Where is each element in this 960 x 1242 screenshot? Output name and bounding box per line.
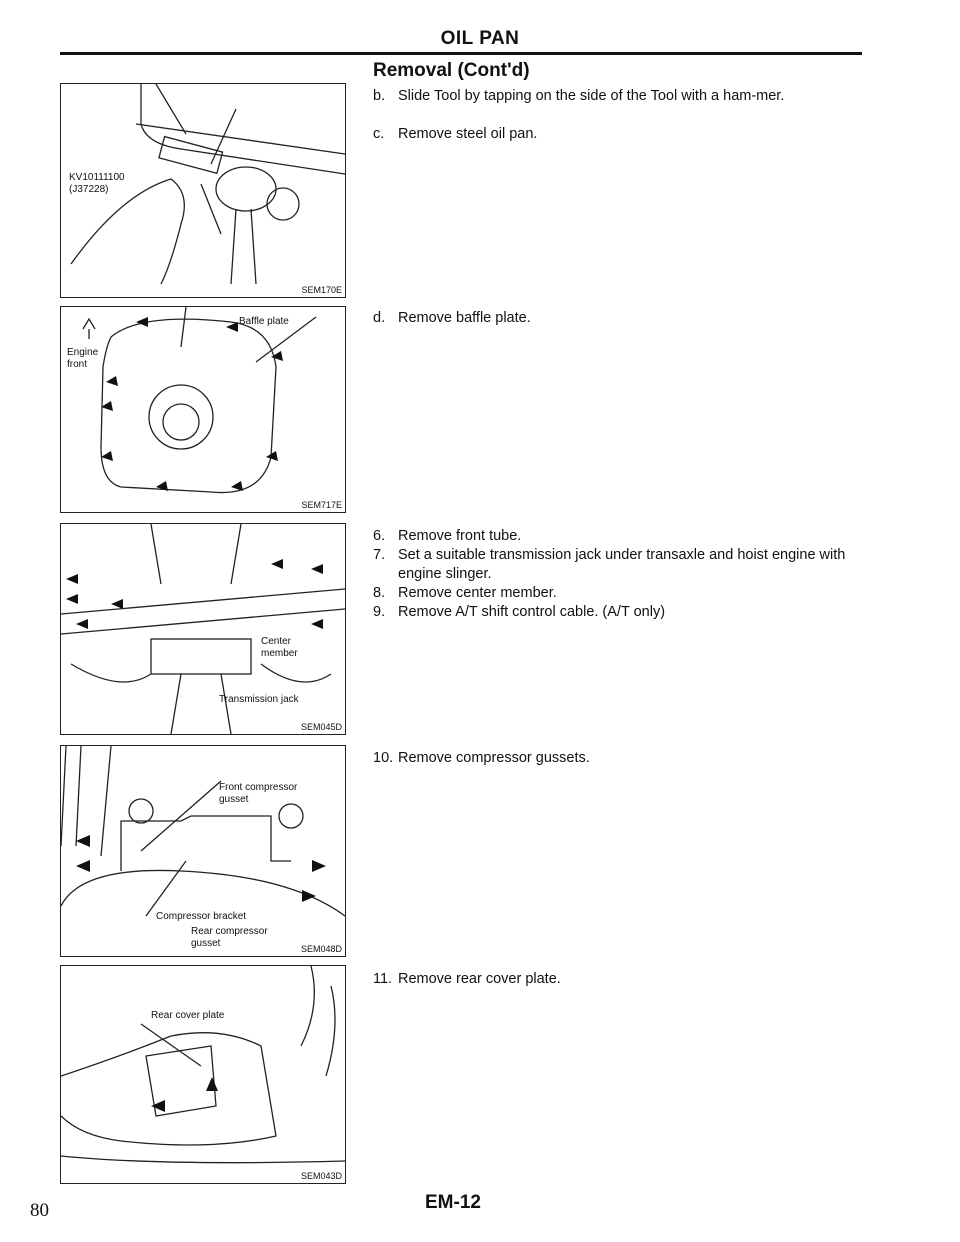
step-6: 6. Remove front tube. [373,527,873,546]
page-number: 80 [30,1200,49,1221]
step-text: Remove A/T shift control cable. (A/T onl… [398,604,666,620]
baffle-plate-illustration [82,307,317,494]
baffle-plate-label: Baffle plate [239,316,289,327]
center-member-illustration [61,524,345,734]
rear-gusset-label-2: gusset [191,938,221,949]
figure-center-member: Center member Transmission jack SEM045D [60,523,346,735]
figure-code: SEM717E [301,500,342,510]
step-9: 9. Remove A/T shift control cable. (A/T o… [373,603,873,622]
tool-hammer-illustration [70,84,345,285]
step-text: Remove center member. [398,585,557,601]
tool-part-number: KV10111100 [69,172,125,183]
section-page-number: EM-12 [425,1192,481,1213]
engine-front-label-2: front [67,359,88,370]
figure-code: SEM043D [300,1171,342,1181]
step-10: 10.Remove compressor gussets. [373,749,873,768]
tool-alt-number: (J37228) [69,184,109,195]
step-text: Set a suitable transmission jack under t… [398,547,846,582]
compressor-bracket-label: Compressor bracket [156,911,247,922]
transmission-jack-label: Transmission jack [219,694,299,705]
step-text: Remove steel oil pan. [398,126,538,142]
figure-rear-cover-plate: Rear cover plate SEM043D [60,965,346,1184]
page-title: OIL PAN [440,28,520,49]
figure-code: SEM048D [300,944,342,954]
member-label: member [261,648,298,659]
figure-code: SEM170E [301,285,342,295]
step-text: Remove front tube. [398,528,522,544]
step-number: c. [373,126,385,142]
figure-compressor-gussets: Front compressor gusset Compressor brack… [60,745,346,957]
step-number: 7. [373,547,386,563]
step-text: Remove baffle plate. [398,310,531,326]
compressor-gusset-illustration [61,746,345,917]
step-b: b. Slide Tool by tapping on the side of t… [373,87,873,106]
figure-code: SEM045D [300,722,342,732]
front-gusset-label-2: gusset [219,794,249,805]
step-c: c. Remove steel oil pan. [373,125,873,144]
step-number: 11. [373,971,393,987]
step-number: 8. [373,585,386,601]
rear-cover-plate-label: Rear cover plate [151,1010,225,1021]
step-d: d. Remove baffle plate. [373,309,873,328]
header-rule [60,52,862,55]
figure-tool-tapping: KV10111100 (J37228) SEM170E [60,83,346,298]
front-compressor-gusset-label: Front compressor [219,782,298,793]
step-8: 8. Remove center member. [373,584,873,603]
center-label: Center [261,636,292,647]
rear-compressor-gusset-label: Rear compressor [191,926,268,937]
engine-front-label: Engine [67,347,99,358]
step-number: 9. [373,604,386,620]
step-number: 10. [373,750,394,766]
step-text: Slide Tool by tapping on the side of the… [398,88,785,104]
section-title: Removal (Cont'd) [373,60,530,81]
step-number: d. [373,310,386,326]
step-7: 7. Set a suitable transmission jack under… [373,546,873,584]
step-11: 11. Remove rear cover plate. [373,970,873,989]
step-text: Remove rear cover plate. [398,971,561,987]
figure-baffle-plate: Baffle plate Engine front SEM717E [60,306,346,513]
step-number: 6. [373,528,386,544]
rear-cover-plate-illustration [61,966,345,1164]
step-number: b. [373,88,386,104]
step-text: Remove compressor gussets. [398,750,590,766]
